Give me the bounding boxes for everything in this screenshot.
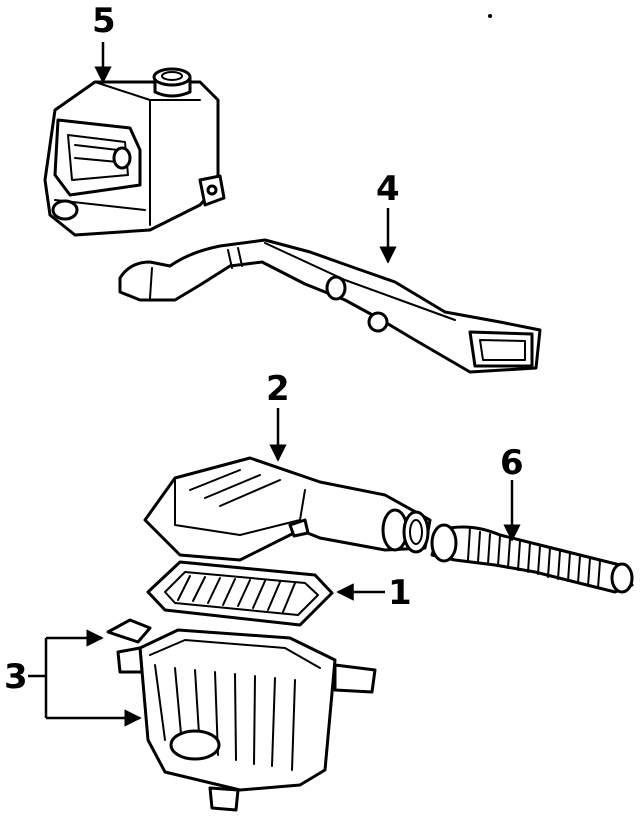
part-6-hose <box>430 523 634 594</box>
part-3-air-cleaner-housing <box>106 618 377 812</box>
part-1-air-filter <box>146 560 334 627</box>
callout-3: 3 <box>4 657 28 697</box>
callout-4: 4 <box>376 169 400 209</box>
callout-leaders <box>28 42 521 727</box>
part-2-air-cleaner-cover <box>143 456 432 562</box>
part-5-resonator <box>43 67 226 237</box>
callout-5: 5 <box>92 1 116 41</box>
speck-dot <box>488 14 492 18</box>
part-4-intake-duct <box>118 238 542 374</box>
callout-1: 1 <box>388 573 412 613</box>
callout-2: 2 <box>266 369 290 409</box>
callout-6: 6 <box>500 443 524 483</box>
